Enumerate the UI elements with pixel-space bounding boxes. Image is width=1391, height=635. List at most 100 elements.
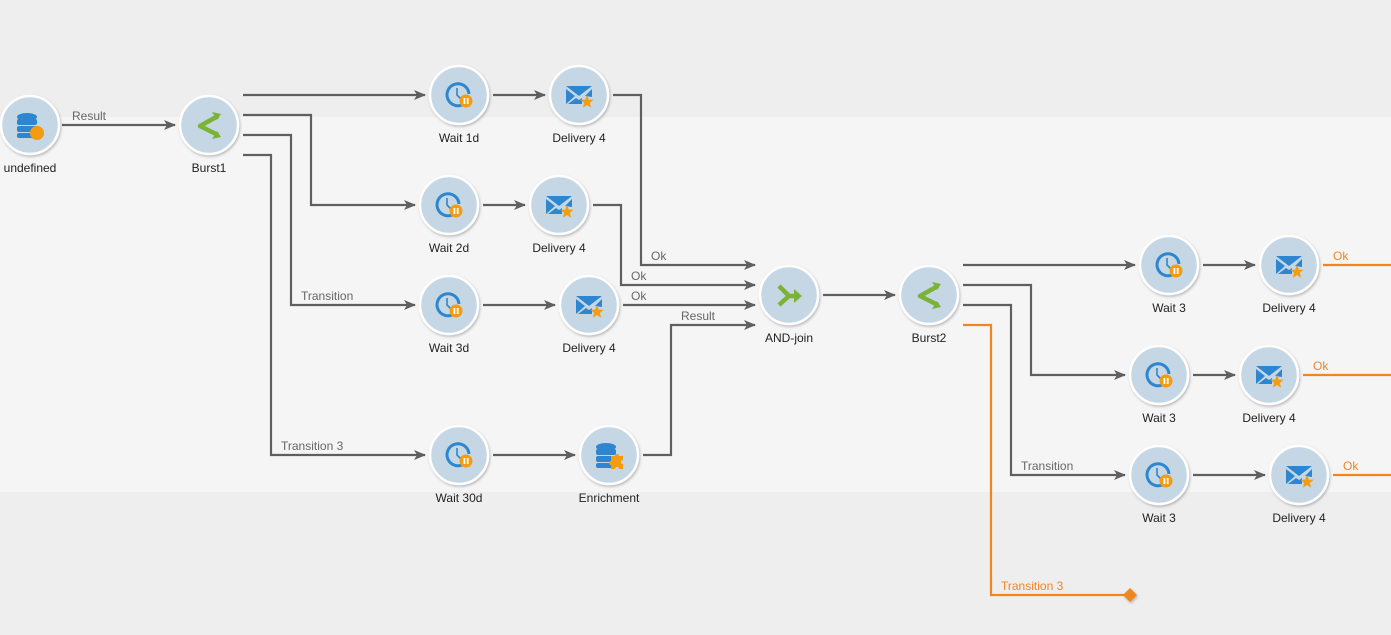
activity-circle[interactable] [418, 274, 480, 336]
activity-label: Delivery 4 [1272, 511, 1326, 525]
workflow-activity-wait-2d[interactable]: Wait 2d [418, 174, 480, 255]
workflow-activity-delivery-4[interactable]: Delivery 4 [548, 64, 610, 145]
activity-label: Delivery 4 [1262, 301, 1316, 315]
transition-line[interactable] [243, 113, 416, 210]
activity-circle[interactable] [178, 94, 240, 156]
database-puzzle-icon [596, 443, 623, 469]
workflow-activity-wait-3[interactable]: Wait 3 [1128, 344, 1190, 425]
activity-label: Wait 3 [1142, 411, 1176, 425]
transition-label: Transition [301, 289, 353, 303]
transition[interactable] [243, 113, 416, 210]
workflow-activity-delivery-4[interactable]: Delivery 4 [1258, 234, 1320, 315]
workflow-activity-delivery-4[interactable]: Delivery 4 [1238, 344, 1300, 425]
transition-end-handle[interactable] [1123, 588, 1137, 602]
workflow-activity-wait-3[interactable]: Wait 3 [1128, 444, 1190, 525]
transition-highlighted[interactable]: Ok [1323, 249, 1391, 267]
workflow-activity-wait-3d[interactable]: Wait 3d [418, 274, 480, 355]
activity-label: Burst1 [192, 161, 227, 175]
transition-highlighted[interactable]: Ok [1333, 459, 1391, 477]
clock-pause-icon [435, 192, 463, 218]
workflow-activity-undefined[interactable]: undefined [0, 94, 61, 175]
workflow-activity-burst1[interactable]: Burst1 [178, 94, 240, 175]
activity-circle[interactable] [428, 424, 490, 486]
fork-icon [197, 112, 221, 139]
workflow-activity-wait-3[interactable]: Wait 3 [1138, 234, 1200, 315]
workflow-activity-wait-30d[interactable]: Wait 30d [428, 424, 490, 505]
nodes-layer: undefined Burst1 Wait 1d Delivery 4 Wait 2d D… [0, 64, 1330, 525]
transition[interactable] [963, 283, 1126, 380]
activity-label: Burst2 [912, 331, 947, 345]
workflow-activity-and-join[interactable]: AND-join [758, 264, 820, 345]
workflow-activity-enrichment[interactable]: Enrichment [579, 424, 640, 505]
transition-label: Ok [631, 289, 647, 303]
activity-circle[interactable] [1128, 344, 1190, 406]
activity-label: Wait 2d [429, 241, 469, 255]
transition-label: Result [681, 309, 716, 323]
transition[interactable]: Transition [963, 303, 1126, 480]
workflow-activity-delivery-4[interactable]: Delivery 4 [1268, 444, 1330, 525]
transition[interactable]: Result [643, 309, 756, 457]
transition[interactable]: Transition 3 [243, 153, 426, 460]
transition-line[interactable] [593, 203, 756, 290]
transition-label: Ok [651, 249, 667, 263]
transition-line[interactable] [963, 283, 1126, 380]
activity-label: Wait 30d [436, 491, 483, 505]
fork-icon [917, 282, 941, 309]
transition[interactable]: Ok [593, 203, 756, 290]
activity-circle[interactable] [418, 174, 480, 236]
transition-highlighted[interactable]: Ok [1303, 359, 1391, 377]
activity-label: Wait 3 [1142, 511, 1176, 525]
activity-label: undefined [4, 161, 57, 175]
transition-label: Result [72, 109, 107, 123]
transition-line[interactable] [243, 153, 426, 460]
transition-label: Ok [1343, 459, 1359, 473]
activity-label: Wait 3d [429, 341, 469, 355]
email-star-icon [576, 296, 604, 318]
email-star-icon [1256, 366, 1284, 388]
transition-line[interactable] [613, 93, 756, 270]
transition-label: Transition [1021, 459, 1073, 473]
transition[interactable]: Result [62, 109, 176, 130]
transition-line[interactable] [243, 133, 416, 310]
email-star-icon [566, 86, 594, 108]
activity-label: Wait 3 [1152, 301, 1186, 315]
activity-circle[interactable] [428, 64, 490, 126]
transition[interactable]: Ok [623, 289, 756, 310]
transition-label: Transition 3 [1001, 579, 1064, 593]
clock-pause-icon [1155, 252, 1183, 278]
clock-pause-icon [1145, 462, 1173, 488]
transition-label: Ok [1313, 359, 1329, 373]
workflow-activity-wait-1d[interactable]: Wait 1d [428, 64, 490, 145]
activity-label: Delivery 4 [532, 241, 586, 255]
activity-label: Wait 1d [439, 131, 479, 145]
transition-label: Ok [631, 269, 647, 283]
clock-pause-icon [445, 442, 473, 468]
activity-label: Enrichment [579, 491, 640, 505]
activity-label: AND-join [765, 331, 813, 345]
workflow-activity-burst2[interactable]: Burst2 [898, 264, 960, 345]
transition-line[interactable] [643, 320, 756, 457]
email-star-icon [1286, 466, 1314, 488]
workflow-activity-delivery-4[interactable]: Delivery 4 [558, 274, 620, 355]
workflow-activity-delivery-4[interactable]: Delivery 4 [528, 174, 590, 255]
activity-label: Delivery 4 [562, 341, 616, 355]
database-icon [17, 113, 44, 140]
transition[interactable]: Ok [613, 93, 756, 270]
transition-line[interactable] [963, 323, 1130, 597]
join-icon [777, 284, 802, 307]
transition-label: Transition 3 [281, 439, 344, 453]
email-star-icon [1276, 256, 1304, 278]
activity-label: Delivery 4 [1242, 411, 1296, 425]
activity-circle[interactable] [898, 264, 960, 326]
transition[interactable]: Transition [243, 133, 416, 310]
activity-circle[interactable] [1128, 444, 1190, 506]
activity-label: Delivery 4 [552, 131, 606, 145]
clock-pause-icon [445, 82, 473, 108]
transition-line[interactable] [963, 303, 1126, 480]
clock-pause-icon [435, 292, 463, 318]
transition-label: Ok [1333, 249, 1349, 263]
transition-highlighted[interactable]: Transition 3 [963, 323, 1137, 602]
activity-circle[interactable] [1138, 234, 1200, 296]
